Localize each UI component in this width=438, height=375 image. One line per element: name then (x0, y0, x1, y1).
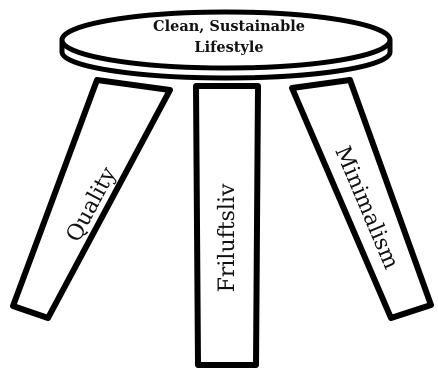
seat-label-line1: Clean, Sustainable (153, 18, 305, 35)
leg-right: Minimalism (289, 77, 434, 321)
leg-center-label: Friluftsliv (215, 183, 240, 292)
leg-center: Friluftsliv (193, 83, 261, 368)
leg-left: Quality (10, 77, 173, 321)
stool-seat: Clean, Sustainable Lifestyle (59, 9, 393, 81)
seat-label-line2: Lifestyle (194, 39, 263, 56)
